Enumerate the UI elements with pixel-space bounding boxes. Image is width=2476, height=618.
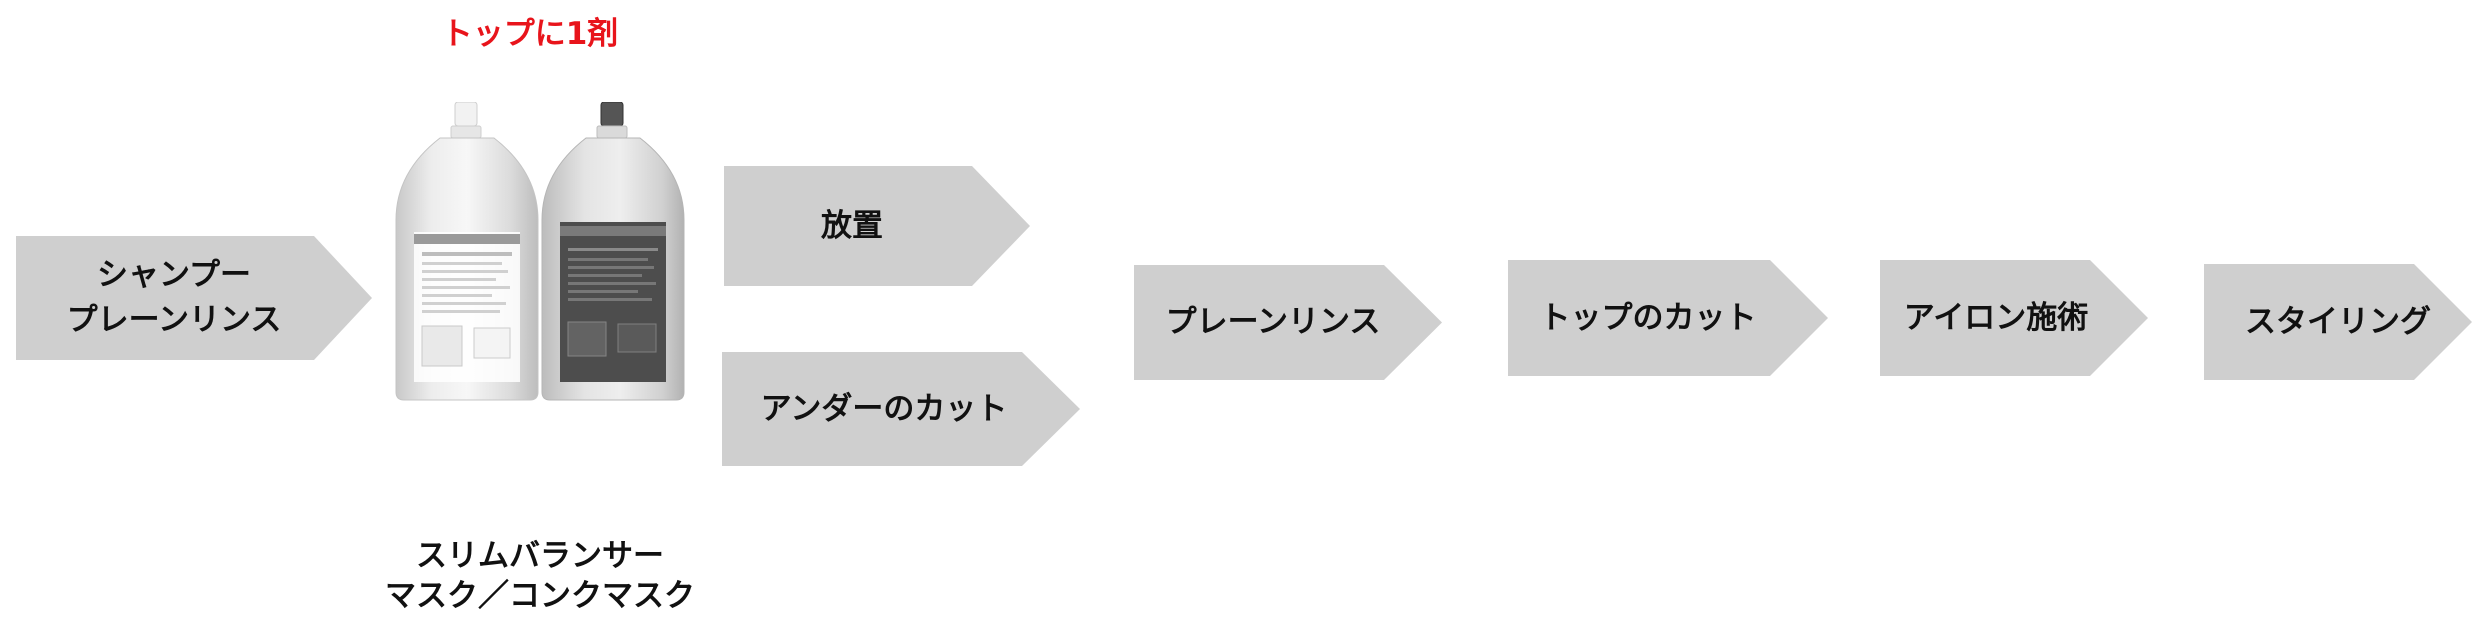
step-plain-rinse: プレーンリンス bbox=[1134, 265, 1442, 380]
step-hochi-label: 放置 bbox=[821, 207, 883, 244]
step-under-cut-label: アンダーのカット bbox=[760, 390, 1008, 427]
step-plain-rinse-label: プレーンリンス bbox=[1165, 304, 1381, 341]
step-iron: アイロン施術 bbox=[1880, 260, 2148, 376]
step-shampoo-label: シャンプー プレーンリンス bbox=[66, 257, 282, 338]
top-first-agent-note: トップに1剤 bbox=[441, 16, 619, 52]
step-hochi: 放置 bbox=[724, 166, 1030, 286]
step-under-cut: アンダーのカット bbox=[722, 352, 1080, 466]
step-shampoo: シャンプー プレーンリンス bbox=[16, 236, 372, 360]
step-styling: スタイリング bbox=[2204, 264, 2472, 380]
step-top-cut: トップのカット bbox=[1508, 260, 1828, 376]
pouch-light-image bbox=[395, 102, 539, 401]
step-iron-label: アイロン施術 bbox=[1903, 299, 2089, 336]
pouch-dark-image bbox=[541, 102, 685, 401]
step-top-cut-label: トップのカット bbox=[1539, 299, 1757, 336]
step-styling-label: スタイリング bbox=[2245, 303, 2431, 340]
product-name-line1: スリムバランサー bbox=[416, 538, 664, 574]
product-name-line2: マスク／コンクマスク bbox=[385, 578, 695, 614]
